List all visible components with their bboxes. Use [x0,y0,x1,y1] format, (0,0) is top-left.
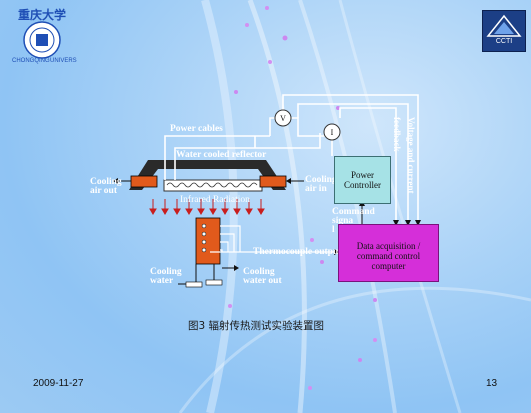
cooling-air-in-label-2: air in [305,184,327,194]
cooling-air-in-box [259,175,287,188]
infrared-radiation-arrows [149,199,265,215]
ammeter [323,123,341,141]
command-signal-label-2: signa [332,216,354,226]
command-signal-label-1: Command [332,207,375,217]
power-cables-label: Power cables [170,124,223,134]
reflector-body [129,160,286,190]
cooling-water-label-1: Cooling [150,267,182,277]
svg-text:重庆大学: 重庆大学 [18,7,66,22]
cooling-air-out-label-2: air out [90,186,118,196]
test-sample-block [195,217,221,265]
cooling-water-out-label-1: Cooling [243,267,275,277]
university-seal-logo: 重庆大学 CHONGQING UNIVERS [12,7,77,64]
svg-text:UNIVERS: UNIVERS [50,58,77,64]
page-number: 13 [486,378,498,389]
thermocouple-output-label: Thermocouple output [253,247,342,257]
cooling-water-out-label-2: water out [243,276,282,286]
voltmeter [274,109,292,127]
cooling-water-out-fitting [205,279,223,286]
ccti-logo: CCTI [482,10,526,52]
daq-line-1: Data acquisition / [356,241,421,251]
cooling-air-in-label-1: Cooling [305,175,337,185]
cooling-air-out-label-1: Cooling [90,177,122,187]
ammeter-label: I [331,128,334,137]
cooling-water-in-fitting [185,281,203,288]
cooling-air-out-box [130,175,158,188]
power-controller-line-2: Controller [344,180,381,190]
water-cooled-reflector-label: Water cooled reflector [176,150,267,160]
daq-line-3: computer [371,261,406,271]
power-controller-line-1: Power [351,170,374,180]
slide-date: 2009-11-27 [33,378,84,389]
daq-line-2: command control [356,251,421,261]
voltmeter-label: V [280,114,286,123]
ccti-logo-text: CCTI [495,38,513,45]
figure-caption: 图3 辐射传热测试实验装置图 [188,320,325,332]
data-acquisition-box: Data acquisition / command control compu… [338,224,439,282]
voltage-current-label: Voltage and current [406,117,416,194]
cooling-water-label-2: water [150,276,174,286]
infrared-radiation-label: Infrared Radiation [180,195,250,205]
svg-text:CHONGQING: CHONGQING [12,58,50,64]
command-signal-label-3: l [332,225,335,235]
power-controller-box: Power Controller [334,156,391,204]
feedback-label: feedback [392,117,402,152]
